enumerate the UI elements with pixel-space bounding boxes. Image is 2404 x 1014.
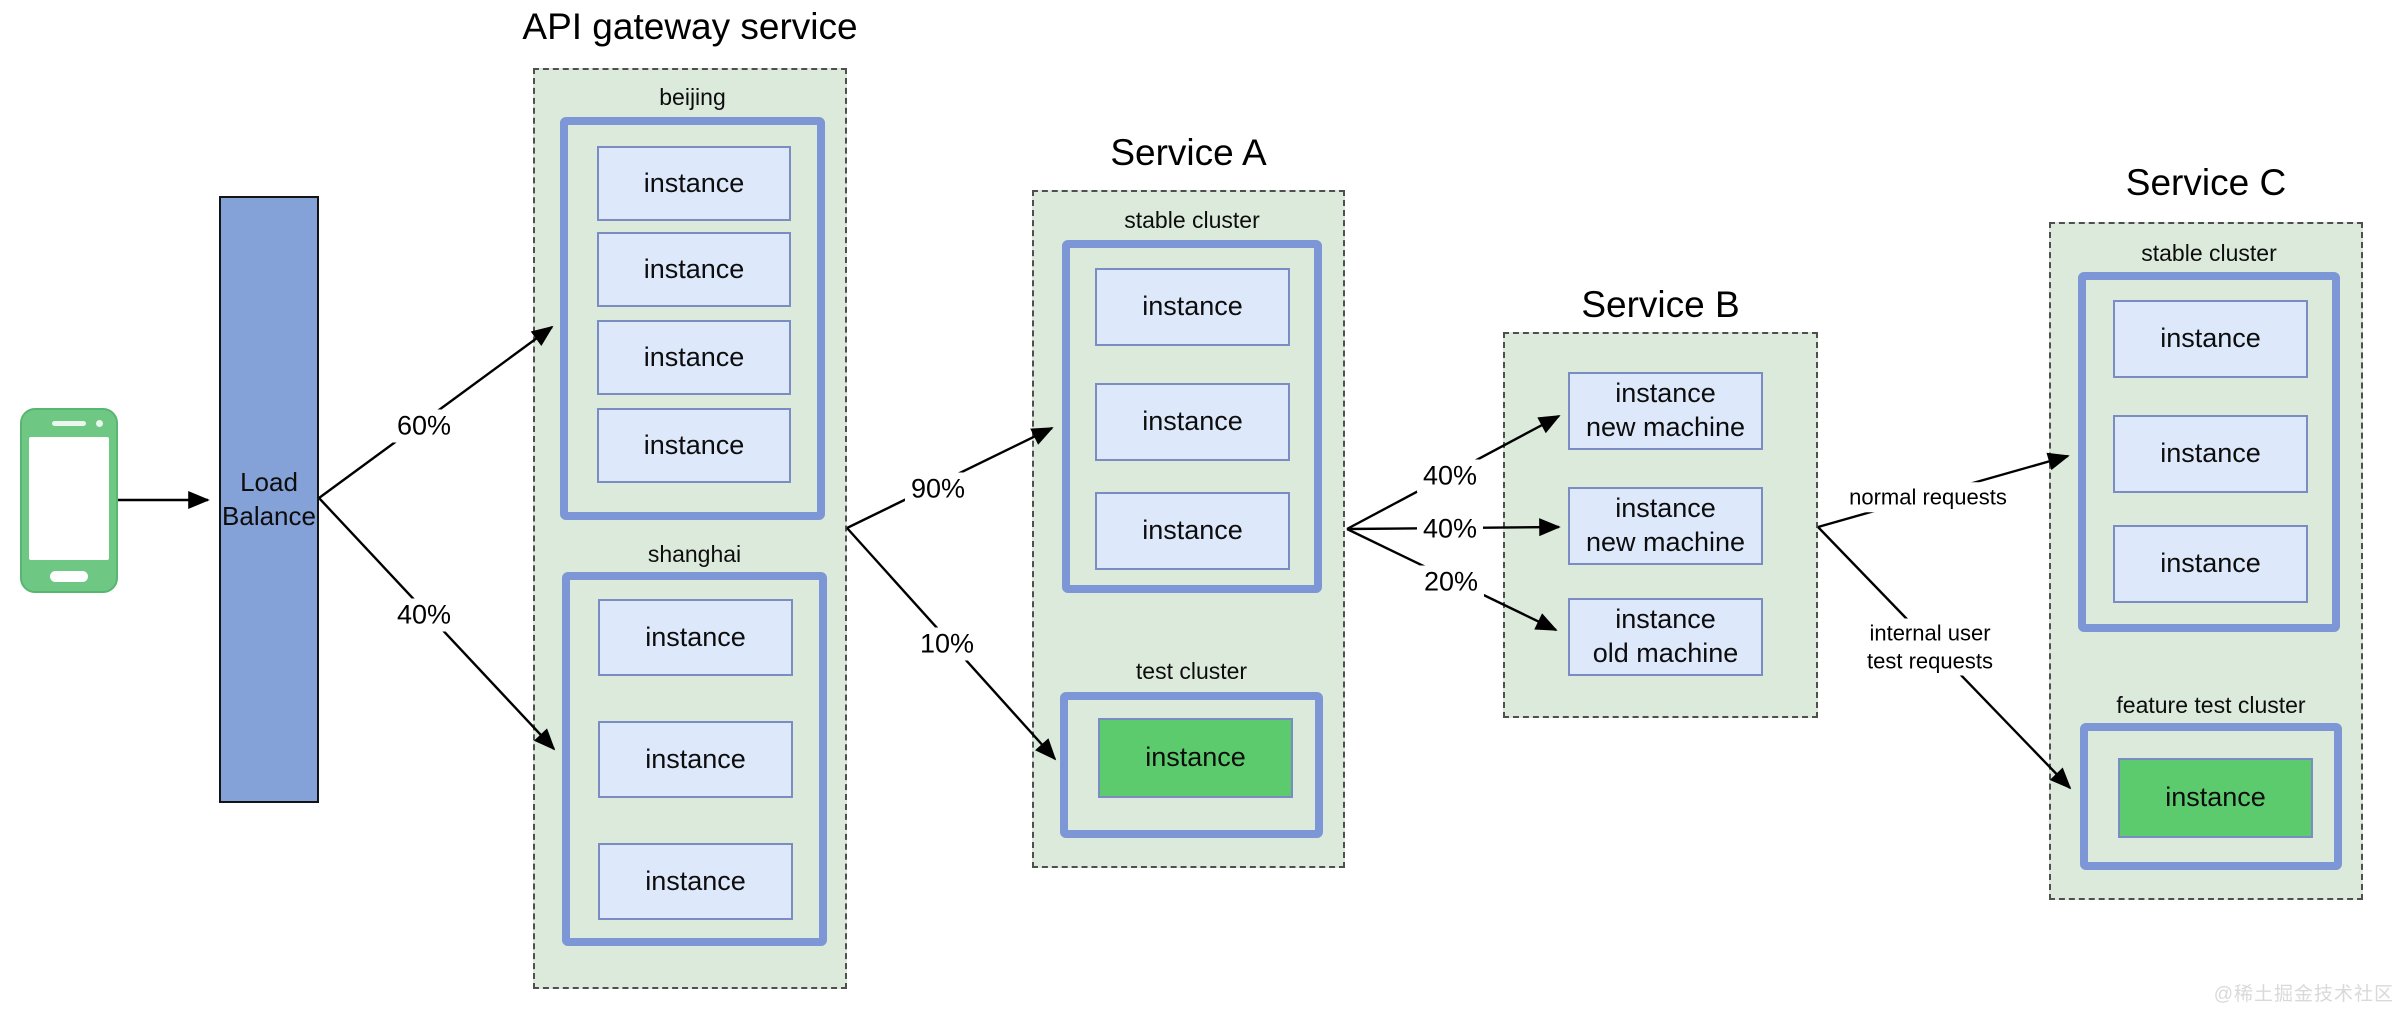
service-b-instance-2: instance new machine	[1568, 487, 1763, 565]
phone-home-button	[50, 571, 88, 582]
edge-label-line1: internal user	[1869, 620, 1991, 646]
phone-screen	[29, 437, 109, 560]
edge-label-40pct-b1: 40%	[1416, 459, 1484, 493]
service-a-test-instance: instance	[1098, 718, 1293, 798]
beijing-cluster-frame	[560, 117, 825, 520]
instance-label: instance	[1615, 378, 1716, 409]
beijing-instance-2: instance	[597, 232, 791, 307]
edge-label-60pct: 60%	[390, 409, 458, 443]
service-a-test-cluster-frame	[1060, 692, 1323, 838]
service-a-instance-1: instance	[1095, 268, 1290, 346]
service-c-feature-cluster-frame	[2080, 723, 2342, 870]
shanghai-instance-1: instance	[598, 599, 793, 676]
watermark: @稀土掘金技术社区	[2213, 984, 2394, 1005]
service-b-title: Service B	[1581, 284, 1740, 325]
service-c-feature-cluster-label: feature test cluster	[2116, 692, 2306, 718]
service-c-stable-cluster-frame	[2078, 272, 2340, 632]
load-balancer-label: Load Balance	[222, 466, 316, 531]
beijing-cluster-label: beijing	[659, 84, 726, 110]
edge-label-10pct: 10%	[913, 627, 981, 661]
shanghai-instance-3: instance	[598, 843, 793, 920]
service-b-instance-3: instance old machine	[1568, 598, 1763, 676]
edge-label-line2: test requests	[1867, 648, 1993, 673]
service-a-stable-cluster-frame	[1062, 240, 1322, 593]
shanghai-cluster-label: shanghai	[647, 541, 742, 567]
service-c-feature-test-instance: instance	[2118, 758, 2313, 838]
service-c-instance-3: instance	[2113, 525, 2308, 603]
beijing-instance-4: instance	[597, 408, 791, 483]
service-c-title: Service C	[2125, 162, 2287, 203]
phone-camera	[96, 420, 103, 427]
api-gateway-title: API gateway service	[522, 6, 858, 47]
service-c-instance-2: instance	[2113, 415, 2308, 493]
phone-speaker	[52, 421, 86, 426]
load-balancer-node: Load Balance	[219, 196, 319, 803]
edge-label-normal-requests: normal requests	[1843, 482, 2013, 512]
machine-label: new machine	[1585, 527, 1746, 557]
shanghai-cluster-frame	[562, 572, 827, 946]
edge-label-40pct-b2: 40%	[1416, 512, 1484, 546]
service-a-test-cluster-label: test cluster	[1135, 658, 1248, 684]
machine-label: old machine	[1592, 638, 1739, 668]
beijing-instance-3: instance	[597, 320, 791, 395]
service-a-instance-2: instance	[1095, 383, 1290, 461]
service-c-instance-1: instance	[2113, 300, 2308, 378]
instance-label: instance	[1615, 604, 1716, 635]
edge-label-90pct: 90%	[904, 472, 972, 506]
service-a-title: Service A	[1110, 132, 1267, 173]
service-c-stable-cluster-label: stable cluster	[2141, 240, 2277, 266]
beijing-instance-1: instance	[597, 146, 791, 221]
edge-label-40pct: 40%	[390, 598, 458, 632]
service-b-instance-1: instance new machine	[1568, 372, 1763, 450]
service-a-instance-3: instance	[1095, 492, 1290, 570]
service-a-stable-cluster-label: stable cluster	[1124, 207, 1260, 233]
shanghai-instance-2: instance	[598, 721, 793, 798]
edge-label-internal-user-test-requests: internal user test requests	[1861, 618, 1999, 676]
instance-label: instance	[1615, 493, 1716, 524]
edge-label-20pct-b3: 20%	[1417, 565, 1485, 599]
api-gateway-container	[533, 68, 847, 989]
machine-label: new machine	[1585, 412, 1746, 442]
smartphone-icon	[20, 408, 118, 593]
